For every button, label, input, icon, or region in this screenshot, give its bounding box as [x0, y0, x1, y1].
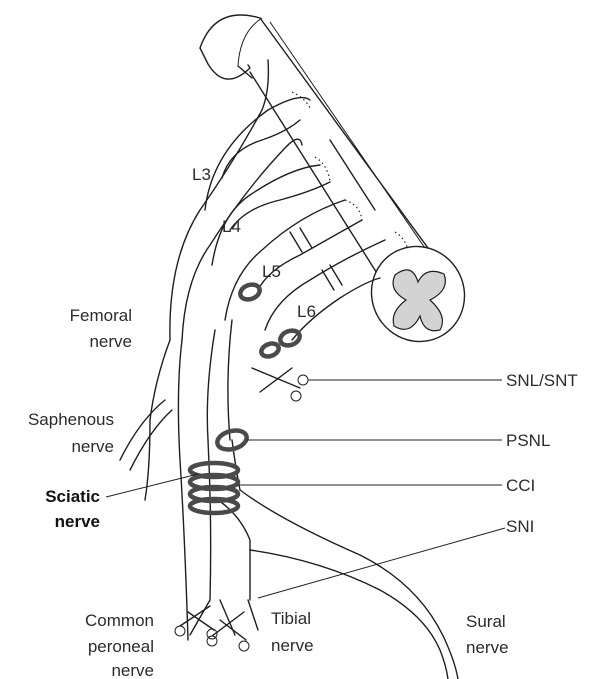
label-psnl: PSNL — [506, 431, 550, 450]
sciatic-nerve-label-line1: Sciatic — [45, 487, 100, 506]
injury-sites — [175, 282, 308, 651]
label-l6: L6 — [297, 302, 316, 321]
snl-ligatures — [238, 282, 302, 359]
saphenous-nerve-label-line2: nerve — [71, 437, 114, 456]
snl-scissors-icon — [252, 368, 308, 401]
label-l5: L5 — [262, 262, 281, 281]
sural-nerve-label-line2: nerve — [466, 638, 509, 657]
femoral-nerve-label-line2: nerve — [89, 332, 132, 351]
label-sni: SNI — [506, 517, 534, 536]
label-l3: L3 — [192, 165, 211, 184]
model-labels: SNL/SNT PSNL CCI SNI — [506, 371, 578, 536]
sni-scissors-icon — [175, 606, 249, 651]
tibial-nerve-label-line2: nerve — [271, 636, 314, 655]
common-peroneal-label-line1: Common — [85, 611, 154, 630]
cci-ligatures — [190, 463, 238, 513]
sural-nerve-label-line1: Sural — [466, 612, 506, 631]
femoral-nerve-label-line1: Femoral — [70, 306, 132, 325]
label-cci: CCI — [506, 476, 535, 495]
label-snl-snt: SNL/SNT — [506, 371, 578, 390]
label-l4: L4 — [222, 217, 241, 236]
common-peroneal-label-line2: peroneal — [88, 637, 154, 656]
sciatic-nerve-label-line2: nerve — [55, 512, 100, 531]
spinal-cord — [200, 15, 482, 359]
tibial-nerve-label-line1: Tibial — [271, 609, 311, 628]
common-peroneal-label-line3: nerve — [111, 661, 154, 679]
leader-lines — [106, 380, 505, 598]
saphenous-nerve-label-line1: Saphenous — [28, 410, 114, 429]
